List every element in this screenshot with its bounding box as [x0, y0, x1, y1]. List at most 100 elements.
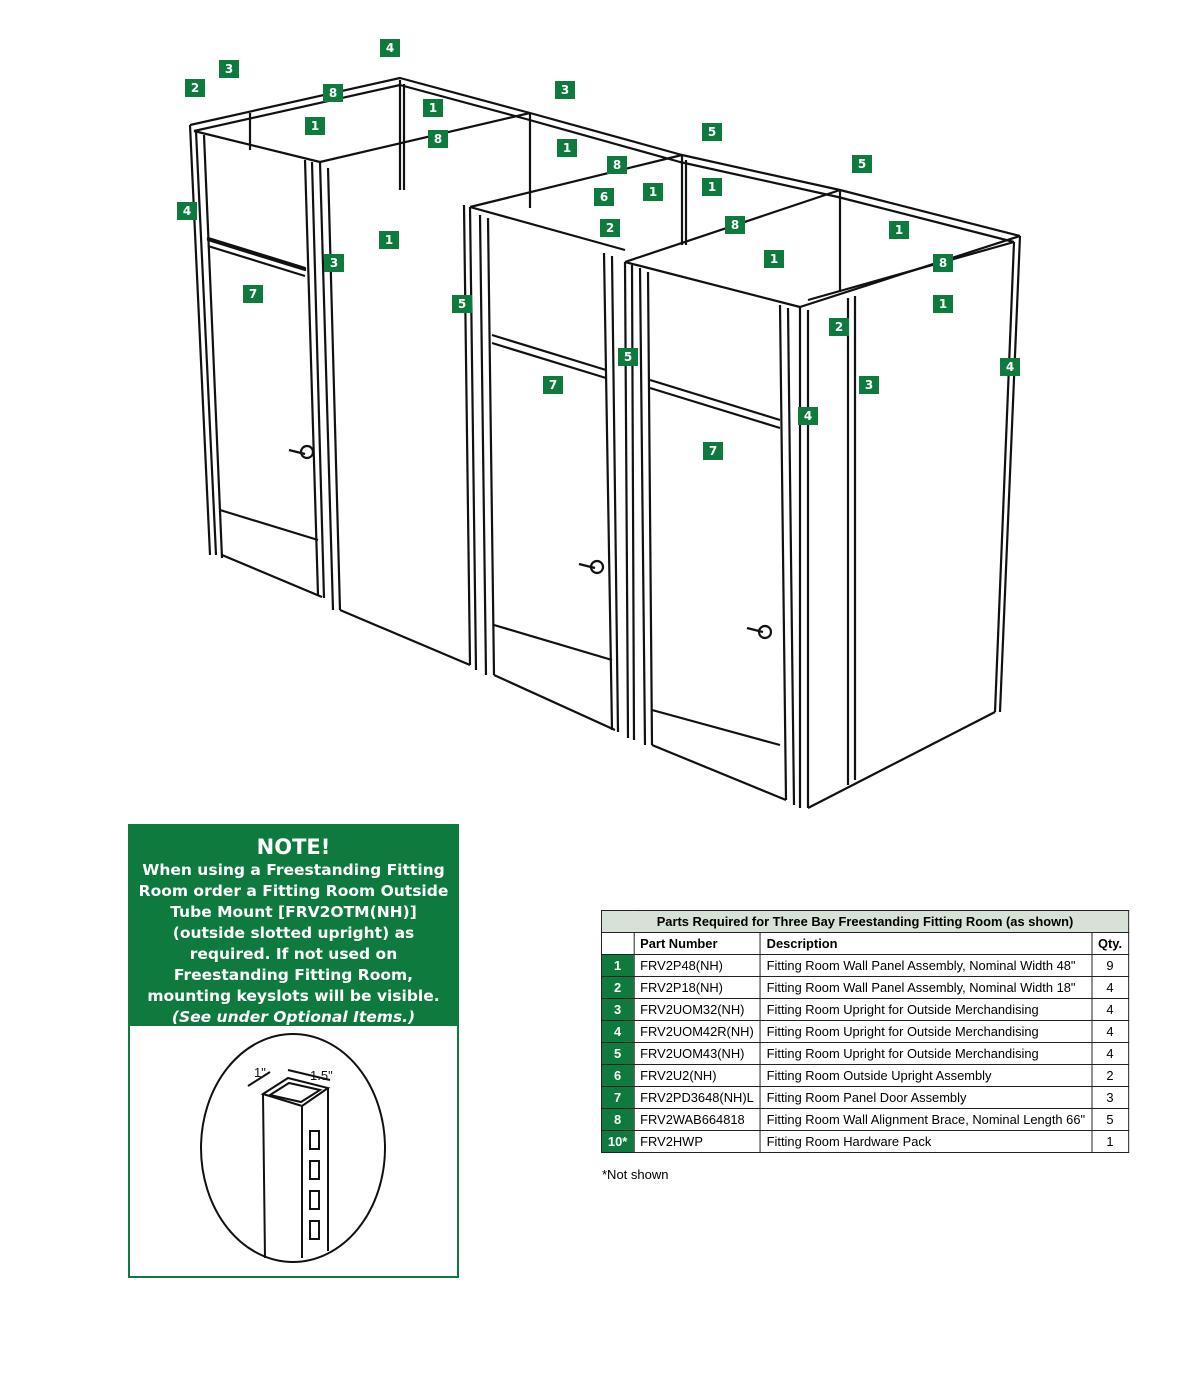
part-number: FRV2UOM42R(NH) — [633, 1020, 761, 1043]
callout-label: 3 — [219, 60, 239, 78]
fitting-room-line-art — [188, 76, 1022, 809]
svg-text:1: 1 — [563, 141, 571, 155]
svg-text:8: 8 — [434, 132, 442, 146]
svg-text:1: 1 — [649, 185, 657, 199]
upright-detail-drawing: 1" 1.5" — [200, 1033, 386, 1263]
part-number: FRV2UOM43(NH) — [633, 1042, 761, 1065]
part-number: FRV2P48(NH) — [633, 954, 761, 977]
callout-label: 8 — [933, 254, 953, 272]
callout-label: 1 — [423, 99, 443, 117]
part-number: FRV2WAB664818 — [633, 1108, 761, 1131]
parts-table-caption: Parts Required for Three Bay Freestandin… — [601, 910, 1129, 933]
svg-text:4: 4 — [804, 409, 812, 423]
callout-label: 2 — [185, 79, 205, 97]
description: Fitting Room Outside Upright Assembly — [759, 1064, 1093, 1087]
item-number: 3 — [601, 998, 635, 1021]
callout-label: 1 — [702, 178, 722, 196]
callout-label: 3 — [859, 376, 879, 394]
svg-text:5: 5 — [858, 157, 866, 171]
svg-text:7: 7 — [549, 378, 557, 392]
table-footnote: *Not shown — [602, 1167, 669, 1182]
item-number: 5 — [601, 1042, 635, 1065]
callout-label: 1 — [305, 117, 325, 135]
callout-label: 3 — [324, 254, 344, 272]
svg-text:1: 1 — [385, 233, 393, 247]
callout-label: 1 — [764, 250, 784, 268]
callout-label: 5 — [852, 155, 872, 173]
part-number: FRV2UOM32(NH) — [633, 998, 761, 1021]
header-description: Description — [759, 932, 1093, 955]
note-box: NOTE! When using a Freestanding Fitting … — [128, 824, 459, 1278]
svg-text:4: 4 — [386, 41, 394, 55]
svg-text:5: 5 — [624, 350, 632, 364]
callout-label: 4 — [380, 39, 400, 57]
callout-label: 1 — [933, 295, 953, 313]
svg-text:6: 6 — [600, 190, 608, 204]
parts-table: Parts Required for Three Bay Freestandin… — [601, 910, 1130, 1153]
callout-label: 5 — [618, 348, 638, 366]
note-body: When using a Freestanding Fitting Room o… — [130, 860, 457, 1028]
note-title: NOTE! — [256, 835, 331, 859]
description: Fitting Room Upright for Outside Merchan… — [759, 1042, 1093, 1065]
svg-text:1: 1 — [939, 297, 947, 311]
svg-text:3: 3 — [330, 256, 338, 270]
svg-text:4: 4 — [183, 204, 191, 218]
part-number: FRV2HWP — [633, 1130, 761, 1153]
svg-text:8: 8 — [731, 218, 739, 232]
svg-text:1: 1 — [770, 252, 778, 266]
svg-text:3: 3 — [561, 83, 569, 97]
callout-label: 1 — [889, 221, 909, 239]
part-number: FRV2U2(NH) — [633, 1064, 761, 1087]
quantity: 5 — [1091, 1108, 1130, 1131]
callout-label: 4 — [1000, 358, 1020, 376]
item-number: 1 — [601, 954, 635, 977]
item-number: 4 — [601, 1020, 635, 1043]
quantity: 1 — [1091, 1130, 1130, 1153]
svg-text:7: 7 — [709, 444, 717, 458]
quantity: 9 — [1091, 954, 1130, 977]
part-number: FRV2P18(NH) — [633, 976, 761, 999]
callout-label: 4 — [177, 202, 197, 220]
description: Fitting Room Hardware Pack — [759, 1130, 1093, 1153]
description: Fitting Room Panel Door Assembly — [759, 1086, 1093, 1109]
svg-text:3: 3 — [865, 378, 873, 392]
description: Fitting Room Wall Panel Assembly, Nomina… — [759, 954, 1093, 977]
svg-text:5: 5 — [458, 297, 466, 311]
quantity: 4 — [1091, 1020, 1130, 1043]
svg-text:1: 1 — [311, 119, 319, 133]
callout-label: 7 — [243, 285, 263, 303]
svg-text:4: 4 — [1006, 360, 1014, 374]
quantity: 3 — [1091, 1086, 1130, 1109]
description: Fitting Room Wall Alignment Brace, Nomin… — [759, 1108, 1093, 1131]
svg-text:8: 8 — [939, 256, 947, 270]
callout-label: 3 — [555, 81, 575, 99]
dimension-1-inch: 1" — [254, 1065, 266, 1080]
svg-text:8: 8 — [613, 158, 621, 172]
callout-label: 2 — [600, 219, 620, 237]
part-number: FRV2PD3648(NH)L — [633, 1086, 761, 1109]
item-number: 2 — [601, 976, 635, 999]
callout-label: 8 — [428, 130, 448, 148]
callout-label: 6 — [594, 188, 614, 206]
callout-label: 1 — [379, 231, 399, 249]
svg-text:1: 1 — [708, 180, 716, 194]
svg-text:8: 8 — [329, 86, 337, 100]
description: Fitting Room Upright for Outside Merchan… — [759, 1020, 1093, 1043]
callout-label: 5 — [452, 295, 472, 313]
callout-label: 8 — [323, 84, 343, 102]
callout-label: 8 — [725, 216, 745, 234]
quantity: 2 — [1091, 1064, 1130, 1087]
callout-label: 1 — [557, 139, 577, 157]
svg-text:2: 2 — [191, 81, 199, 95]
svg-text:3: 3 — [225, 62, 233, 76]
